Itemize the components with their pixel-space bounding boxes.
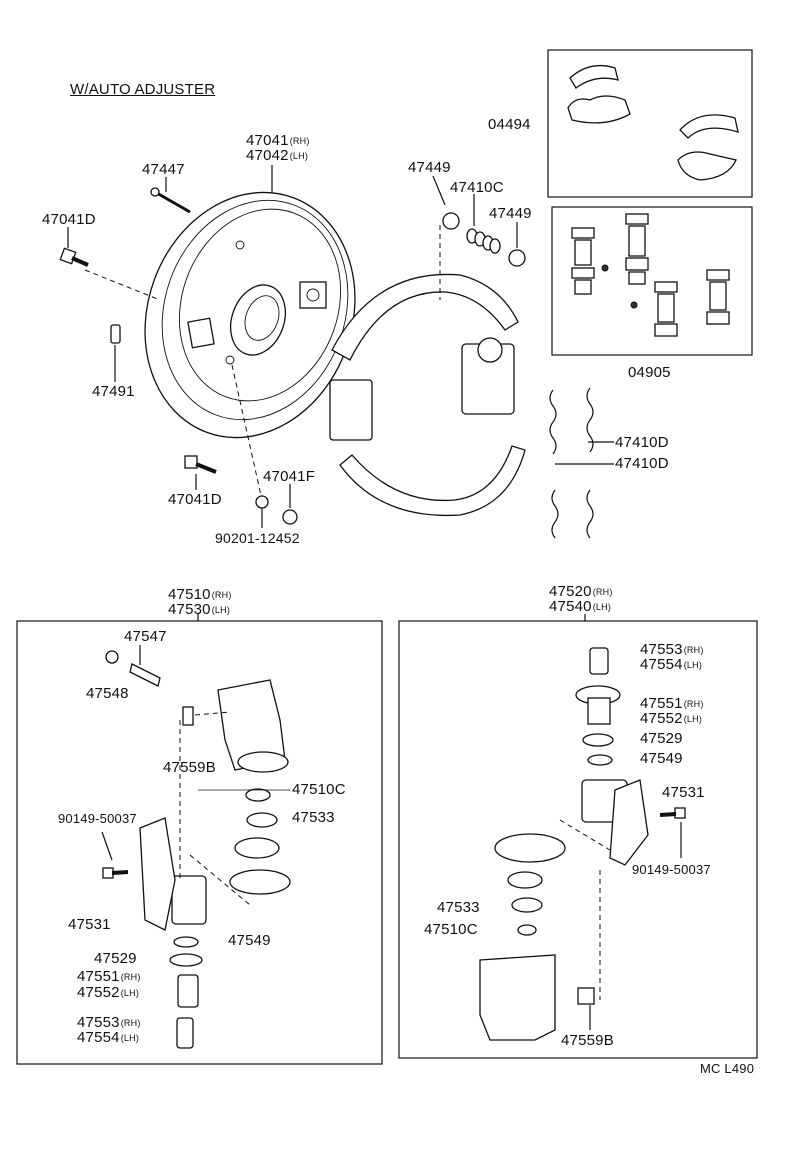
- part-label-47410D-b: 47410D: [615, 455, 669, 472]
- bolt-47041D-bottom: [184, 455, 217, 474]
- side-lh: (LH): [592, 602, 612, 613]
- part-label-47554-lh-left: 47554(LH): [77, 1030, 139, 1046]
- part-label-47533-left: 47533: [292, 809, 335, 826]
- part-label-47449-left: 47449: [408, 159, 451, 176]
- diagram-title: W/AUTO ADJUSTER: [70, 81, 216, 98]
- part-label-04905: 04905: [628, 364, 671, 381]
- part-label-47547: 47547: [124, 628, 167, 645]
- part-number: 47510: [168, 586, 211, 603]
- part-label-47510C-right: 47510C: [424, 921, 478, 938]
- pin-47449-right: [508, 249, 526, 267]
- nut-47041F: [282, 509, 298, 525]
- side-lh: (LH): [683, 660, 703, 671]
- cylinder-repair-kit-illustration: [571, 213, 730, 337]
- part-number: 47554: [77, 1029, 120, 1046]
- part-label-47559B-right: 47559B: [561, 1032, 614, 1049]
- part-label-47549-left: 47549: [228, 932, 271, 949]
- part-label-47530-lh: 47530(LH): [168, 602, 230, 618]
- brake-shoe-kit-illustration: [567, 64, 739, 181]
- part-label-47529-right: 47529: [640, 730, 683, 747]
- diagram-code: MC L490: [700, 1061, 755, 1076]
- bolt-90149-left: [102, 867, 129, 879]
- shoe-kit-box: [547, 49, 753, 198]
- part-label-47041D-bottom: 47041D: [168, 491, 222, 508]
- part-number: 47042: [246, 147, 289, 164]
- part-number: 47553: [640, 641, 683, 658]
- side-rh: (RH): [683, 645, 704, 656]
- bleeder-47547-left: [105, 650, 161, 687]
- part-label-47531-right: 47531: [662, 784, 705, 801]
- side-lh: (LH): [120, 1033, 140, 1044]
- side-rh: (RH): [683, 699, 704, 710]
- part-label-47520-rh: 47520(RH): [549, 584, 613, 600]
- part-label-47042-lh: 47042(LH): [246, 148, 308, 164]
- side-rh: (RH): [592, 587, 613, 598]
- part-label-47491: 47491: [92, 383, 135, 400]
- part-label-47548: 47548: [86, 685, 129, 702]
- part-label-90201-12452: 90201-12452: [215, 530, 300, 546]
- part-label-47559B-left: 47559B: [163, 759, 216, 776]
- part-label-47410C: 47410C: [450, 179, 504, 196]
- part-label-90149-50037-left: 90149-50037: [58, 811, 137, 826]
- part-label-47410D-a: 47410D: [615, 434, 669, 451]
- part-label-47553-rh-right: 47553(RH): [640, 642, 704, 658]
- part-label-47554-lh-right: 47554(LH): [640, 657, 702, 673]
- part-number: 47520: [549, 583, 592, 600]
- part-number: 47540: [549, 598, 592, 615]
- springs-47410D: [549, 387, 594, 539]
- part-label-47540-lh: 47540(LH): [549, 599, 611, 615]
- part-label-47041D-top: 47041D: [42, 211, 96, 228]
- part-number: 47551: [640, 695, 683, 712]
- right-cylinder-box: [398, 620, 758, 1059]
- part-number: 47041: [246, 132, 289, 149]
- repair-kit-box: [551, 206, 753, 356]
- spring-47410C: [466, 228, 501, 254]
- left-cylinder-box: [16, 620, 383, 1065]
- part-label-47510C-left: 47510C: [292, 781, 346, 798]
- part-label-47552-lh-left: 47552(LH): [77, 985, 139, 1001]
- side-lh: (LH): [683, 714, 703, 725]
- bolt-90149-right: [659, 807, 686, 819]
- part-label-04494: 04494: [488, 116, 531, 133]
- side-rh: (RH): [211, 590, 232, 601]
- part-label-47551-rh-left: 47551(RH): [77, 969, 141, 985]
- part-label-47449-right: 47449: [489, 205, 532, 222]
- part-label-47552-lh-right: 47552(LH): [640, 711, 702, 727]
- part-label-47549-right: 47549: [640, 750, 683, 767]
- part-label-47553-rh-left: 47553(RH): [77, 1015, 141, 1031]
- brake-shoes-illustration: [329, 273, 526, 517]
- part-label-47529-left: 47529: [94, 950, 137, 967]
- part-number: 47554: [640, 656, 683, 673]
- part-number: 47530: [168, 601, 211, 618]
- part-number: 47553: [77, 1014, 120, 1031]
- side-rh: (RH): [289, 136, 310, 147]
- part-label-47531-left: 47531: [68, 916, 111, 933]
- side-lh: (LH): [211, 605, 231, 616]
- backing-plate-illustration: [144, 191, 356, 439]
- part-label-47447: 47447: [142, 161, 185, 178]
- part-number: 47552: [77, 984, 120, 1001]
- part-label-90149-50037-right: 90149-50037: [632, 862, 711, 877]
- side-rh: (RH): [120, 972, 141, 983]
- part-label-47041F: 47041F: [263, 468, 316, 485]
- side-lh: (LH): [289, 151, 309, 162]
- part-label-47041-rh: 47041(RH): [246, 133, 310, 149]
- part-label-47551-rh-right: 47551(RH): [640, 696, 704, 712]
- part-label-47533-right: 47533: [437, 899, 480, 916]
- part-number: 47552: [640, 710, 683, 727]
- part-label-47510-rh: 47510(RH): [168, 587, 232, 603]
- clip-47491: [110, 324, 121, 344]
- side-rh: (RH): [120, 1018, 141, 1029]
- bolt-47447: [150, 187, 191, 214]
- right-cylinder-illustration: [479, 647, 649, 1041]
- bolt-47041D-top: [59, 247, 89, 267]
- part-number: 47551: [77, 968, 120, 985]
- left-cylinder-illustration: [139, 679, 291, 1049]
- washer-90201: [255, 495, 269, 509]
- pin-47449-left: [442, 212, 460, 230]
- side-lh: (LH): [120, 988, 140, 999]
